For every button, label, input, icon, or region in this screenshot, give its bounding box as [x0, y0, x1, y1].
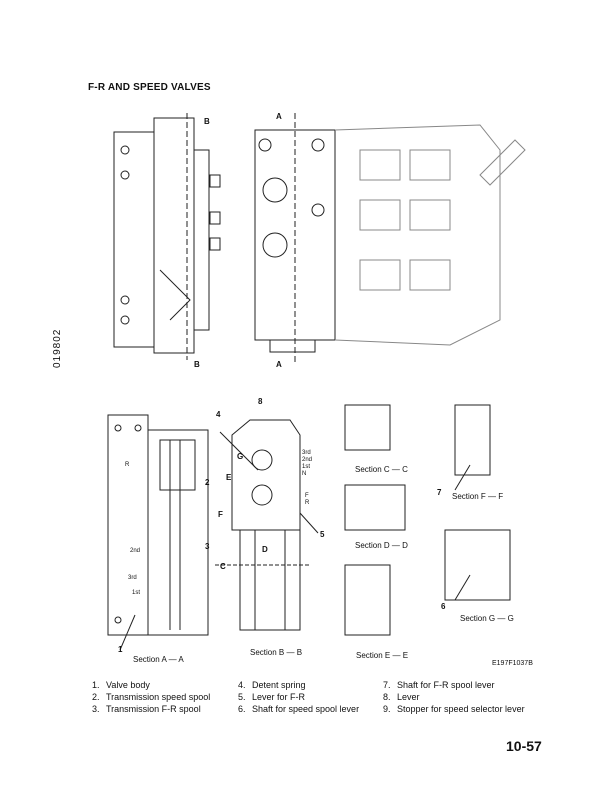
label-r: R	[305, 500, 310, 506]
label-n: N	[302, 471, 307, 477]
legend-item: 3.Transmission F-R spool	[92, 704, 201, 714]
section-e-label: Section E — E	[356, 651, 409, 660]
label-d: D	[262, 545, 268, 554]
legend-item: 8.Lever	[383, 692, 420, 702]
legend-item: 5.Lever for F-R	[238, 692, 306, 702]
cut-mark-a-bottom: A	[276, 360, 282, 369]
page-title: F-R AND SPEED VALVES	[88, 82, 211, 93]
label-1st: 1st	[302, 464, 311, 470]
section-b-label: Section B — B	[250, 648, 303, 657]
label-2nd: 2nd	[302, 457, 313, 463]
legend-col-2: 4.Detent spring 5.Lever for F-R 6.Shaft …	[238, 679, 359, 715]
section-e-e-drawing	[344, 564, 391, 636]
callout-4: 4	[216, 410, 221, 419]
callout-5: 5	[320, 530, 325, 539]
section-g-label: Section G — G	[460, 614, 514, 623]
legend-col-3: 7.Shaft for F-R spool lever 8.Lever 9.St…	[383, 679, 525, 715]
section-d-d-drawing	[344, 484, 406, 531]
callout-3: 3	[205, 542, 210, 551]
side-view-drawing	[113, 113, 221, 360]
legend-item: 9.Stopper for speed selector lever	[383, 704, 525, 714]
cut-mark-b-top: B	[204, 117, 210, 126]
legend-col-1: 1.Valve body 2.Transmission speed spool …	[92, 679, 210, 715]
label-e: E	[226, 473, 232, 482]
section-c-label: Section C — C	[355, 465, 408, 474]
label-g: G	[237, 452, 244, 461]
side-code: 019802	[52, 328, 63, 368]
section-f-label: Section F — F	[452, 492, 504, 501]
callout-8: 8	[258, 397, 263, 406]
legend-item: 4.Detent spring	[238, 680, 306, 690]
label-3rd: 3rd	[302, 450, 311, 456]
figure-code: E197F1037B	[492, 660, 533, 667]
section-b-b-drawing	[215, 419, 310, 631]
legend-item: 1.Valve body	[92, 680, 150, 690]
section-a-a-drawing	[107, 414, 209, 651]
callout-7: 7	[437, 488, 442, 497]
label-2nd-a: 2nd	[130, 548, 141, 554]
section-d-label: Section D — D	[355, 541, 408, 550]
callout-2: 2	[205, 478, 210, 487]
label-f: F	[305, 493, 309, 499]
front-view-drawing	[254, 113, 526, 362]
label-3rd-a: 3rd	[128, 575, 137, 581]
label-f-cut: F	[218, 510, 223, 519]
callout-6: 6	[441, 602, 446, 611]
legend-item: 7.Shaft for F-R spool lever	[383, 680, 495, 690]
section-f-f-drawing	[454, 404, 491, 476]
label-1st-a: 1st	[132, 590, 141, 596]
page-number: 10-57	[506, 738, 542, 754]
label-r-a: R	[125, 462, 130, 468]
section-a-label: Section A — A	[133, 655, 184, 664]
legend-item: 6.Shaft for speed spool lever	[238, 704, 360, 714]
cut-mark-a-top: A	[276, 112, 282, 121]
cut-mark-b-bottom: B	[194, 360, 200, 369]
legend-item: 2.Transmission speed spool	[92, 692, 211, 702]
callout-1: 1	[118, 645, 123, 654]
label-c: C	[220, 562, 226, 571]
section-g-g-drawing	[444, 529, 511, 601]
section-c-c-drawing	[344, 404, 391, 451]
